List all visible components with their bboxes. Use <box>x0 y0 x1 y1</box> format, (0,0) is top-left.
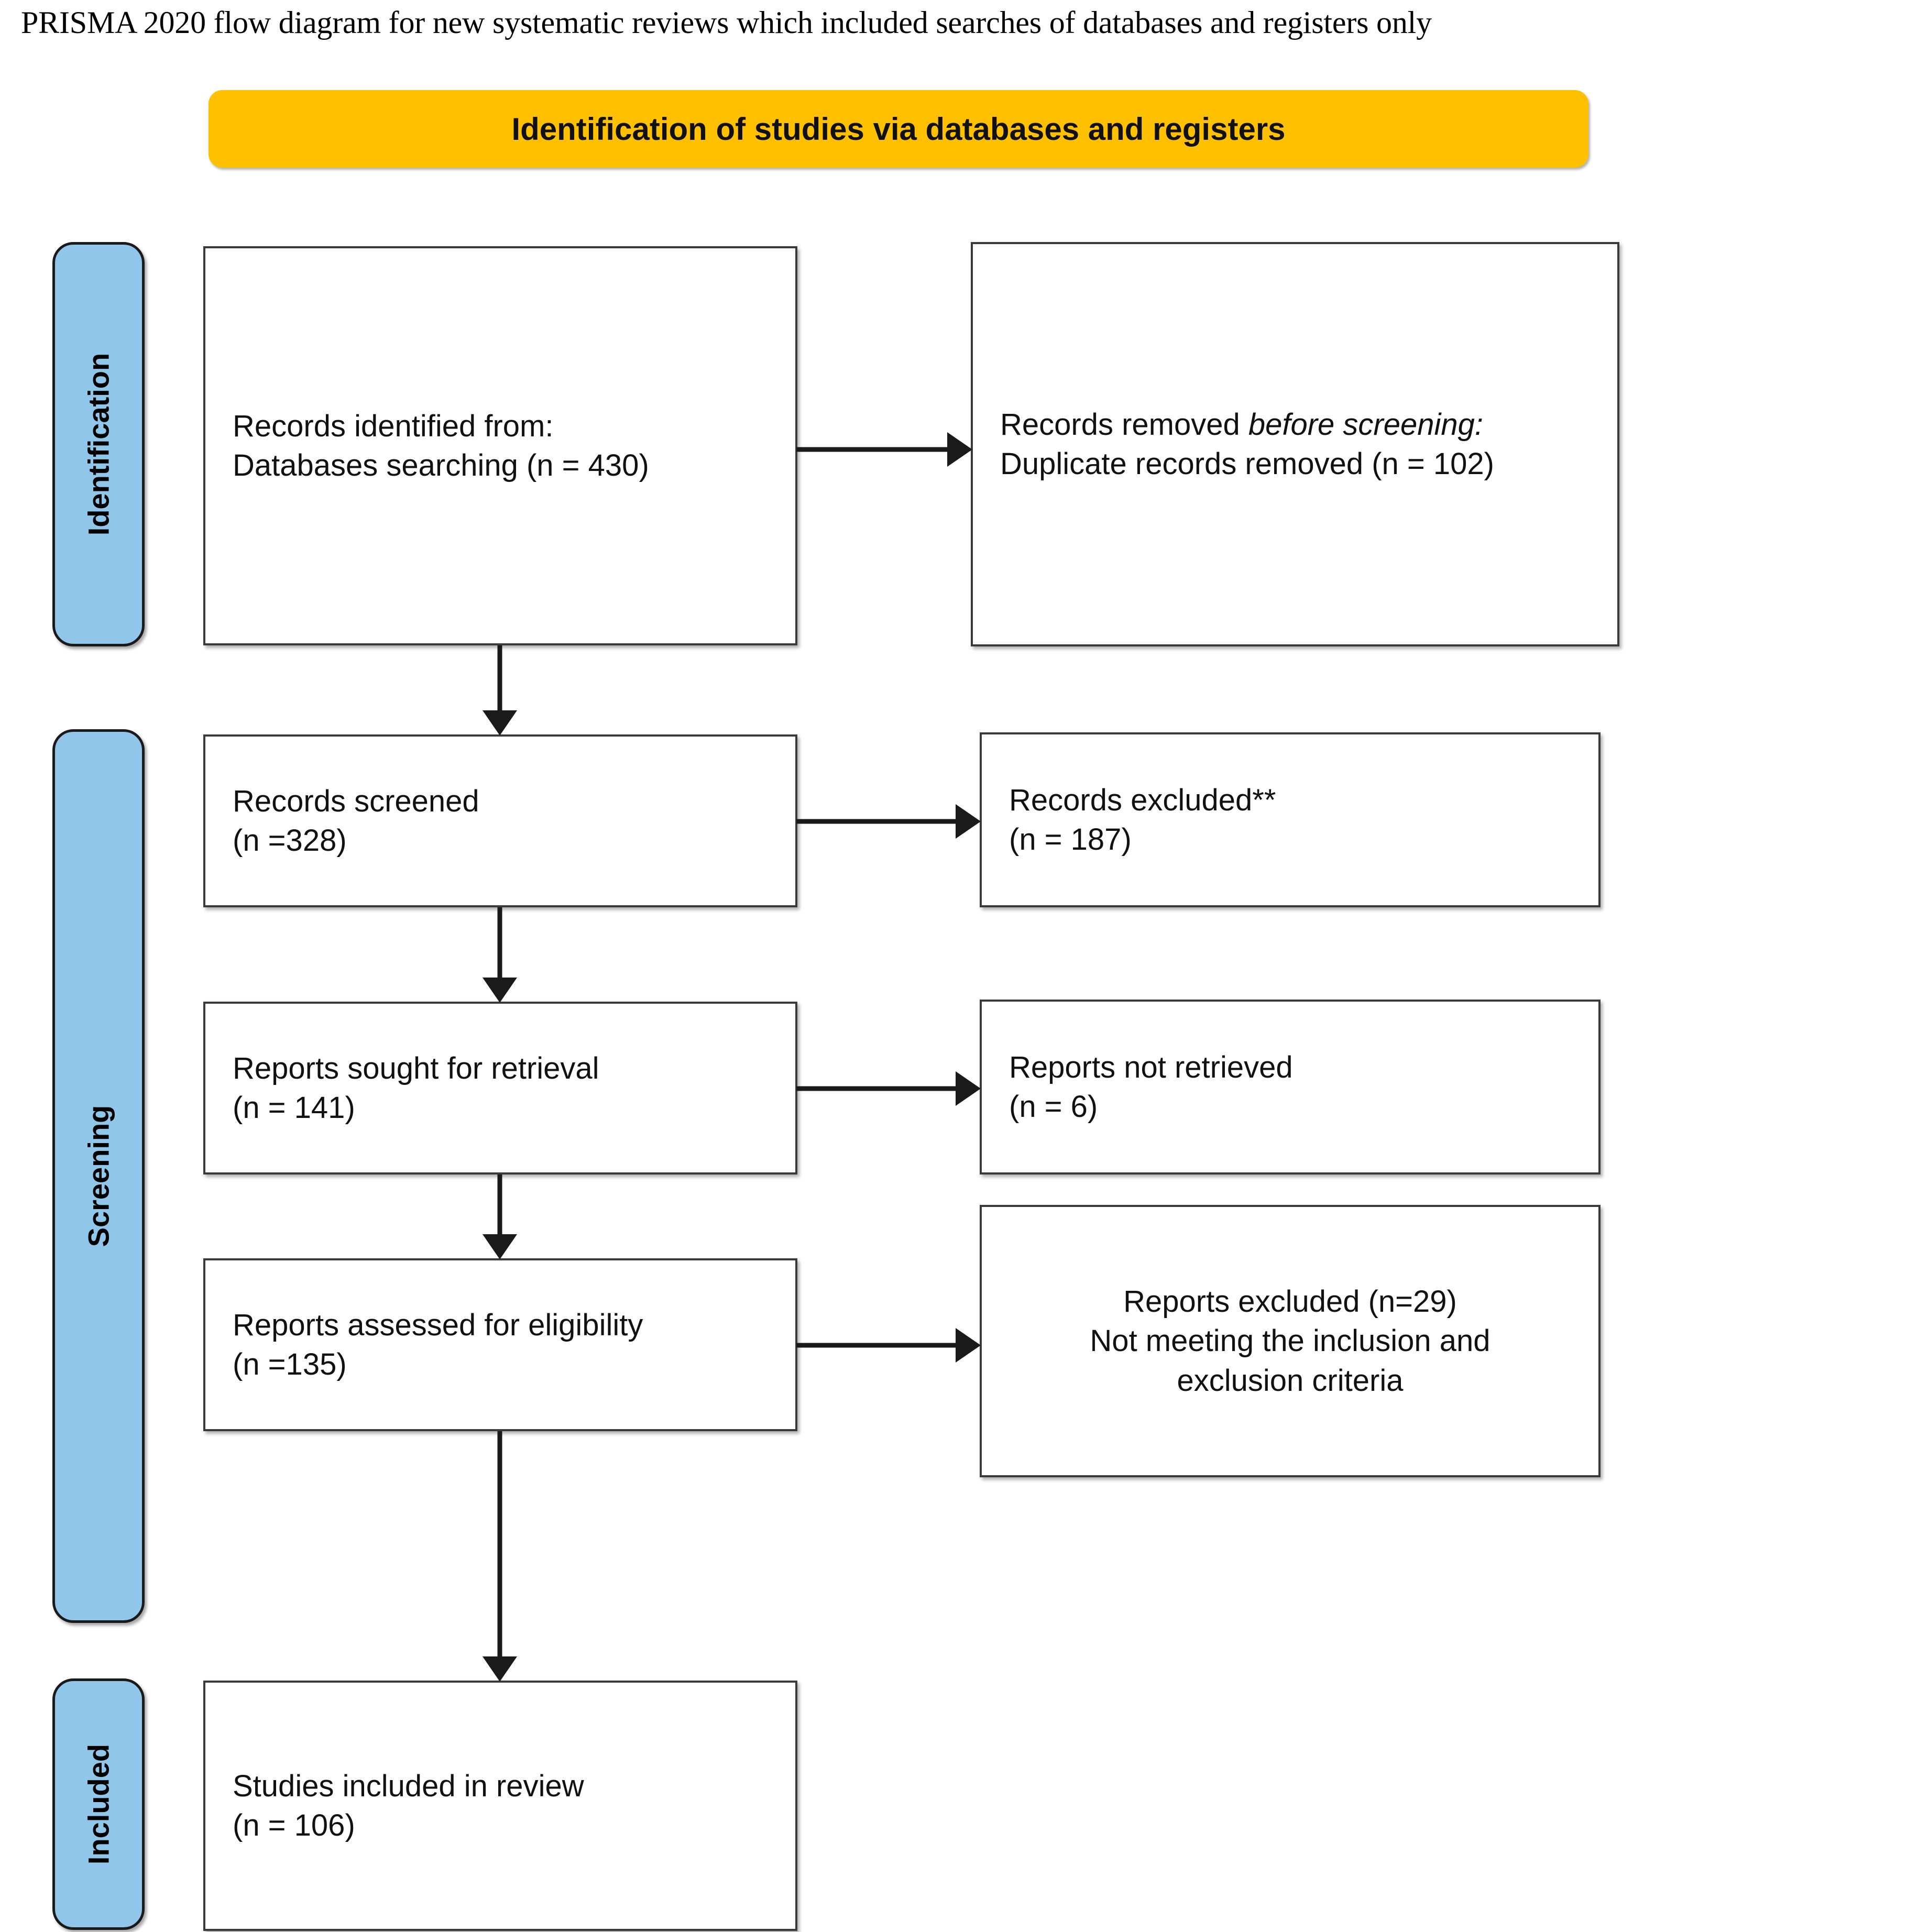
box-reports-not-retrieved-line1: Reports not retrieved <box>1009 1050 1293 1084</box>
arrow-head-down-icon <box>483 710 517 736</box>
identification-banner-label: Identification of studies via databases … <box>511 111 1286 147</box>
arrow-head-right-icon <box>956 804 981 839</box>
box-studies-included-line2: (n = 106) <box>233 1808 355 1842</box>
box-reports-sought-text: Reports sought for retrieval (n = 141) <box>205 1049 795 1128</box>
arrow-shaft <box>497 1431 502 1659</box>
stage-rail-included-label: Included <box>82 1743 115 1865</box>
arrow-assessed-to-included <box>474 1431 526 1682</box>
box-reports-assessed-line1: Reports assessed for eligibility <box>233 1308 643 1342</box>
box-reports-excluded-line1: Reports excluded (n=29) <box>1123 1284 1457 1319</box>
box-reports-sought-line2: (n = 141) <box>233 1091 355 1125</box>
box-records-excluded: Records excluded** (n = 187) <box>980 732 1601 907</box>
stage-rail-identification: Identification <box>52 242 145 646</box>
arrow-shaft <box>796 447 949 452</box>
stage-rail-screening-label: Screening <box>82 1105 115 1247</box>
arrow-head-down-icon <box>483 1656 517 1682</box>
arrow-head-right-icon <box>947 432 972 467</box>
box-reports-assessed-text: Reports assessed for eligibility (n =135… <box>205 1305 795 1385</box>
box-reports-not-retrieved-text: Reports not retrieved (n = 6) <box>982 1048 1598 1127</box>
arrow-head-right-icon <box>956 1328 981 1363</box>
box-reports-assessed-for-eligibility: Reports assessed for eligibility (n =135… <box>203 1258 797 1431</box>
arrow-screened-to-sought <box>474 907 526 1003</box>
arrow-identified-to-screened <box>474 645 526 736</box>
box-reports-excluded: Reports excluded (n=29) Not meeting the … <box>980 1205 1601 1477</box>
box-records-screened-line1: Records screened <box>233 784 479 818</box>
box-records-removed-line1: Records removed before screening: <box>1000 405 1590 444</box>
box-reports-not-retrieved-line2: (n = 6) <box>1009 1090 1098 1124</box>
box-records-excluded-text: Records excluded** (n = 187) <box>982 781 1598 860</box>
box-reports-sought-for-retrieval: Reports sought for retrieval (n = 141) <box>203 1002 797 1174</box>
arrow-assessed-to-reports-excluded <box>796 1324 981 1366</box>
arrow-shaft <box>497 645 502 712</box>
box-records-excluded-line1: Records excluded** <box>1009 783 1276 817</box>
box-reports-excluded-line2: Not meeting the inclusion and <box>1090 1324 1490 1358</box>
box-studies-included-text: Studies included in review (n = 106) <box>205 1766 795 1846</box>
box-records-identified-line1: Records identified from: <box>233 409 554 443</box>
arrow-shaft <box>497 1174 502 1236</box>
box-records-identified: Records identified from: Databases searc… <box>203 246 797 645</box>
stage-rail-included: Included <box>52 1678 145 1930</box>
stage-rail-identification-label: Identification <box>82 353 115 536</box>
box-records-screened-text: Records screened (n =328) <box>205 782 795 861</box>
box-records-removed-text: Records removed before screening: Duplic… <box>973 405 1617 484</box>
box-reports-excluded-line3: exclusion criteria <box>1177 1363 1404 1398</box>
box-records-excluded-line2: (n = 187) <box>1009 822 1132 857</box>
box-reports-not-retrieved: Reports not retrieved (n = 6) <box>980 1000 1601 1174</box>
arrow-sought-to-not-retrieved <box>796 1068 981 1110</box>
arrow-shaft <box>796 819 958 824</box>
box-records-removed-line2: Duplicate records removed (n = 102) <box>1000 447 1494 481</box>
arrow-head-down-icon <box>483 978 517 1003</box>
box-records-removed-line1-italic: before screening: <box>1248 407 1484 442</box>
box-studies-included-in-review: Studies included in review (n = 106) <box>203 1681 797 1931</box>
box-reports-assessed-line2: (n =135) <box>233 1347 347 1381</box>
identification-banner: Identification of studies via databases … <box>209 90 1588 168</box>
arrow-sought-to-assessed <box>474 1174 526 1259</box>
arrow-head-right-icon <box>956 1071 981 1106</box>
arrow-head-down-icon <box>483 1234 517 1259</box>
page-title: PRISMA 2020 flow diagram for new systema… <box>21 5 1432 40</box>
arrow-shaft <box>796 1343 958 1348</box>
box-studies-included-line1: Studies included in review <box>233 1769 584 1803</box>
stage-rail-screening: Screening <box>52 729 145 1623</box>
box-records-identified-line2: Databases searching (n = 430) <box>233 448 649 482</box>
box-records-screened-line2: (n =328) <box>233 824 347 858</box>
box-reports-sought-line1: Reports sought for retrieval <box>233 1051 599 1085</box>
box-records-screened: Records screened (n =328) <box>203 734 797 907</box>
arrow-identified-to-removed <box>796 429 972 470</box>
box-records-removed-line1-prefix: Records removed <box>1000 407 1248 442</box>
arrow-shaft <box>796 1086 958 1091</box>
arrow-screened-to-excluded <box>796 800 981 842</box>
arrow-shaft <box>497 907 502 980</box>
box-records-removed: Records removed before screening: Duplic… <box>971 242 1619 646</box>
box-reports-excluded-text: Reports excluded (n=29) Not meeting the … <box>982 1282 1598 1400</box>
box-records-identified-text: Records identified from: Databases searc… <box>205 407 795 486</box>
